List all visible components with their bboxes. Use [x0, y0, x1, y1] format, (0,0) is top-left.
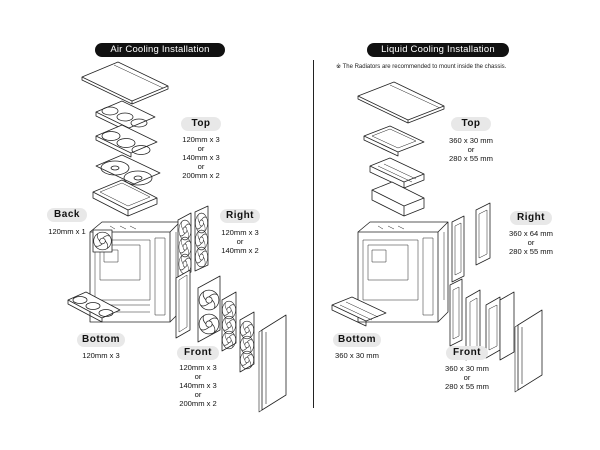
liquid-cooling-title: Liquid Cooling Installation	[367, 43, 509, 57]
air-front-label: Front	[177, 346, 219, 360]
air-front-panel	[258, 314, 287, 413]
air-back-label: Back	[47, 208, 87, 222]
air-chassis	[89, 221, 181, 323]
liquid-front-panel	[514, 309, 543, 393]
liquid-bottom-spec: 360 x 30 mm	[335, 351, 379, 360]
air-cooling-title: Air Cooling Installation	[95, 43, 225, 57]
air-top-fan-frame-120	[95, 100, 156, 133]
air-top-label: Top	[181, 117, 221, 131]
liquid-top-tray	[371, 181, 425, 217]
liquid-top-radiator	[369, 157, 425, 189]
liquid-right-label: Right	[510, 211, 552, 225]
liquid-bottom-label: Bottom	[333, 333, 381, 347]
air-right-fan-frame	[177, 205, 209, 280]
air-right-label: Right	[220, 209, 260, 223]
air-front-fans	[197, 275, 255, 373]
liquid-right-radiators	[451, 202, 491, 283]
air-right-tray	[175, 269, 191, 339]
section-divider	[313, 60, 314, 408]
air-back-spec: 120mm x 1	[48, 227, 86, 236]
liquid-top-radiator-frame	[363, 125, 425, 157]
liquid-front-radiators	[449, 278, 501, 361]
liquid-chassis	[357, 221, 449, 323]
air-top-panel	[81, 61, 169, 105]
air-top-fan-frame-200	[95, 154, 161, 186]
liquid-front-tray	[499, 291, 515, 361]
air-top-mount-tray	[92, 179, 158, 217]
radiator-recommendation-note: ※ The Radiators are recommended to mount…	[336, 64, 507, 70]
air-top-fan-frame-140	[95, 124, 158, 158]
air-bottom-spec: 120mm x 3	[82, 351, 120, 360]
air-bottom-label: Bottom	[77, 333, 125, 347]
liquid-bottom-radiator	[331, 296, 387, 327]
liquid-top-label: Top	[451, 117, 491, 131]
air-back-fan	[92, 229, 113, 253]
air-bottom-fan-frame	[67, 291, 121, 323]
liquid-front-label: Front	[446, 346, 488, 360]
liquid-top-panel	[357, 81, 445, 124]
